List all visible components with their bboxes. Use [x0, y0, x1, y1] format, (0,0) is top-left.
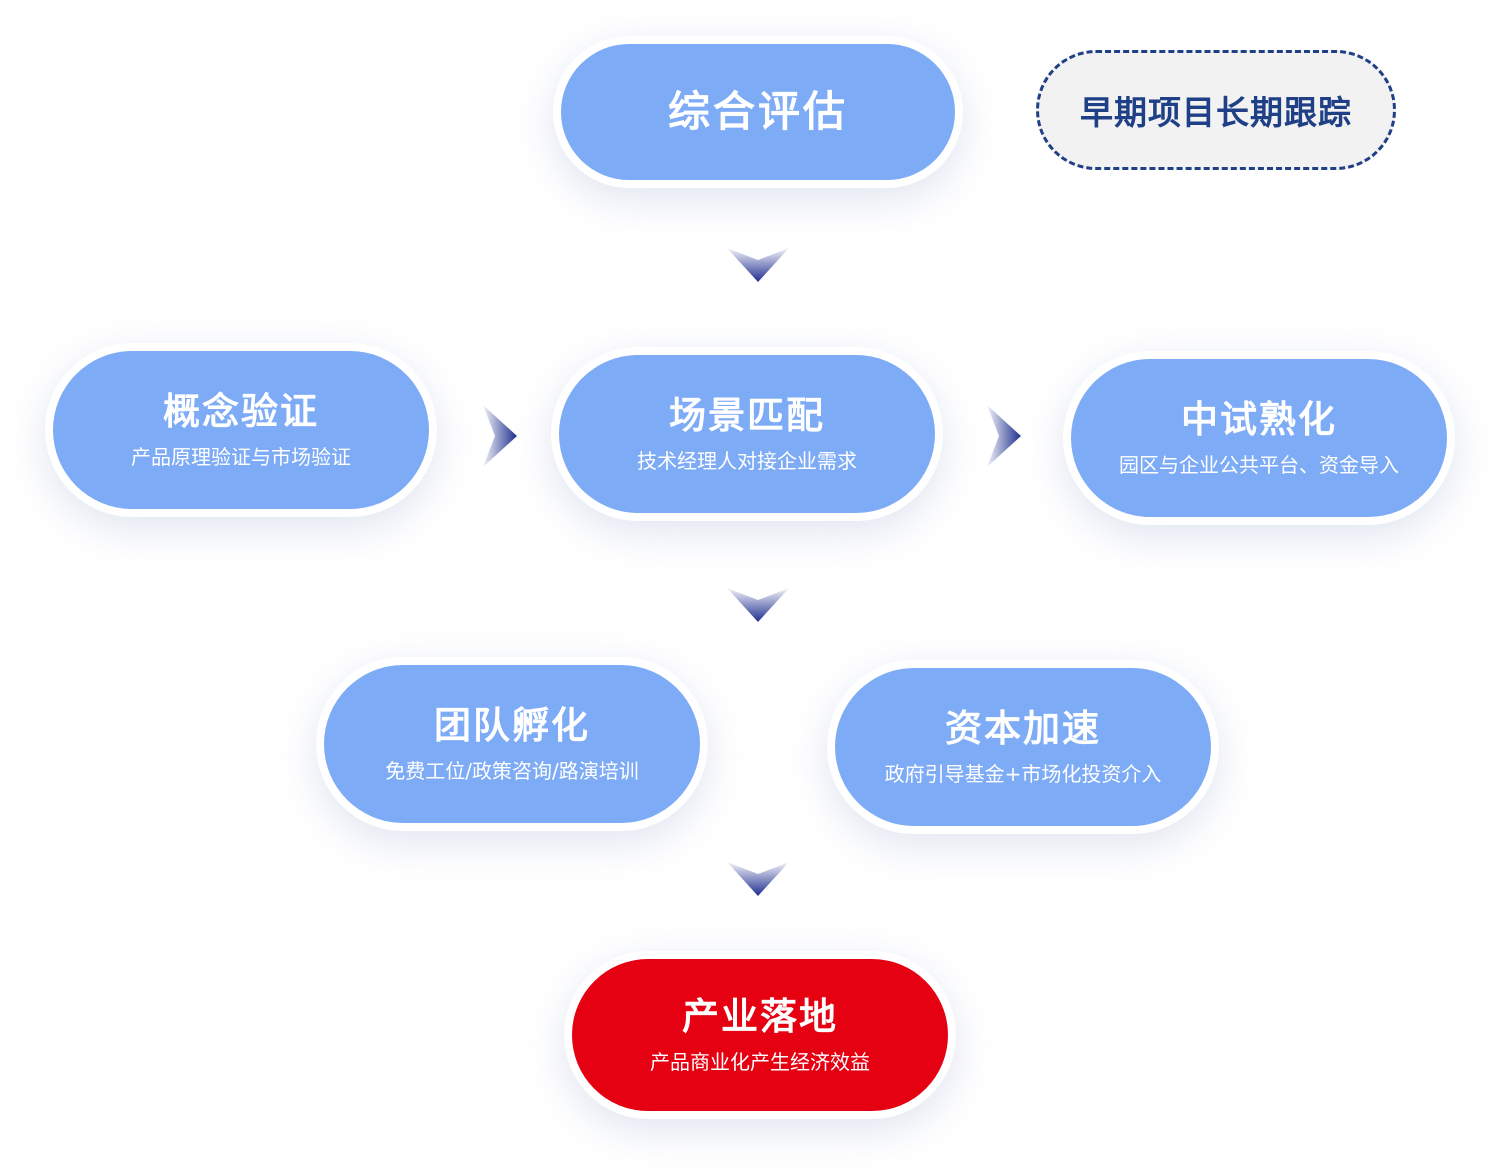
node-scene-title: 场景匹配: [669, 393, 825, 437]
node-evaluate: 综合评估: [553, 36, 963, 188]
node-pilot-pill: 中试熟化 园区与企业公共平台、资金导入: [1071, 359, 1447, 517]
arrow-down-icon: [727, 248, 789, 282]
node-industry: 产业落地 产品商业化产生经济效益: [564, 951, 956, 1119]
node-pilot: 中试熟化 园区与企业公共平台、资金导入: [1063, 351, 1455, 525]
node-pilot-title: 中试熟化: [1181, 397, 1337, 441]
node-evaluate-pill: 综合评估: [561, 44, 955, 180]
arrow-right-icon: [483, 405, 517, 467]
node-industry-subtitle: 产品商业化产生经济效益: [650, 1050, 870, 1075]
arrow-down-icon: [727, 588, 789, 622]
node-concept-pill: 概念验证 产品原理验证与市场验证: [53, 351, 429, 509]
node-industry-pill: 产业落地 产品商业化产生经济效益: [572, 959, 948, 1111]
node-capital: 资本加速 政府引导基金+市场化投资介入: [827, 660, 1219, 834]
node-concept: 概念验证 产品原理验证与市场验证: [45, 343, 437, 517]
node-team-title: 团队孵化: [434, 703, 590, 747]
node-team-pill: 团队孵化 免费工位/政策咨询/路演培训: [324, 665, 700, 823]
tracking-box: 早期项目长期跟踪: [1036, 50, 1396, 170]
node-concept-subtitle: 产品原理验证与市场验证: [131, 445, 351, 470]
node-pilot-subtitle: 园区与企业公共平台、资金导入: [1119, 453, 1399, 478]
node-team-subtitle: 免费工位/政策咨询/路演培训: [385, 759, 639, 784]
node-scene: 场景匹配 技术经理人对接企业需求: [551, 347, 943, 521]
node-industry-title: 产业落地: [682, 994, 838, 1038]
node-scene-pill: 场景匹配 技术经理人对接企业需求: [559, 355, 935, 513]
node-scene-subtitle: 技术经理人对接企业需求: [637, 449, 857, 474]
node-capital-title: 资本加速: [945, 706, 1101, 750]
arrow-down-icon: [727, 862, 789, 896]
tracking-label: 早期项目长期跟踪: [1080, 93, 1352, 132]
node-capital-subtitle: 政府引导基金+市场化投资介入: [884, 762, 1162, 787]
node-evaluate-title: 综合评估: [667, 86, 848, 136]
node-capital-pill: 资本加速 政府引导基金+市场化投资介入: [835, 668, 1211, 826]
node-concept-title: 概念验证: [163, 389, 319, 433]
node-team: 团队孵化 免费工位/政策咨询/路演培训: [316, 657, 708, 831]
arrow-right-icon: [987, 405, 1021, 467]
